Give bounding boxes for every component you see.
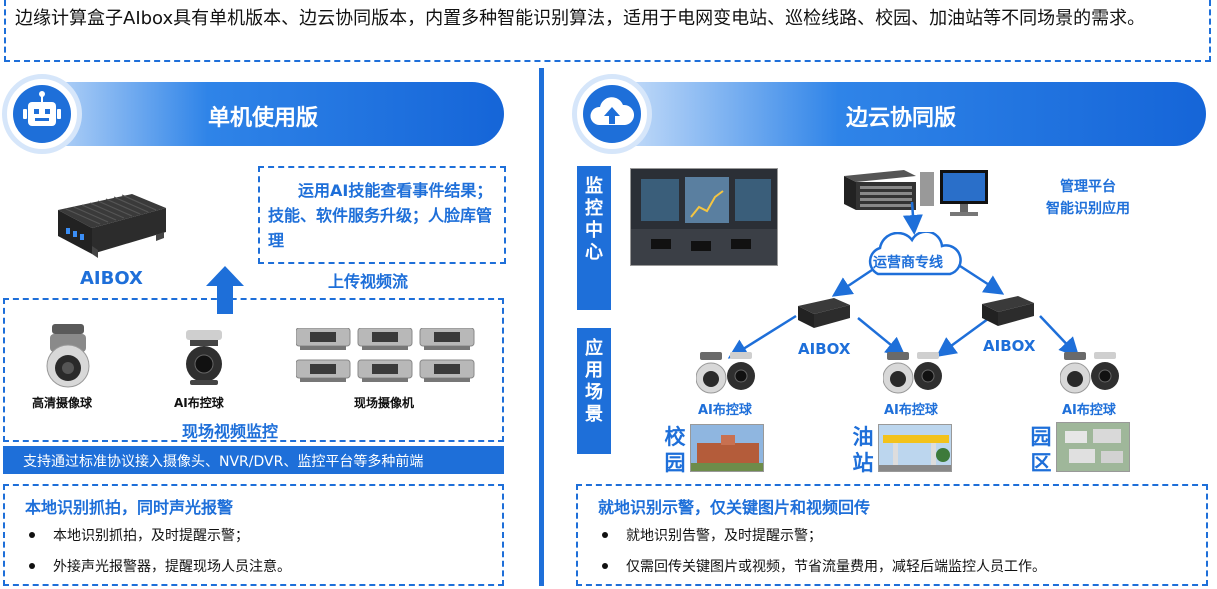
platform-label-1: 管理平台 <box>1060 179 1116 195</box>
aibox-node-right-icon <box>982 296 1034 326</box>
monitor-center-label: 监控中心 <box>577 166 611 310</box>
computer-icon <box>920 170 988 216</box>
cloud-icon <box>868 232 962 276</box>
aibox-device-icon <box>58 194 166 258</box>
camera-label-hd: 高清摄像球 <box>32 396 93 410</box>
upload-arrow-icon <box>206 266 244 314</box>
robot-badge <box>2 74 82 154</box>
aibox-left-label: AIBOX <box>798 340 851 358</box>
right-section: 边云协同版 监控中心 应用场景 <box>548 66 1217 589</box>
right-feature-title: 就地识别示警，仅关键图片和视频回传 <box>598 498 871 517</box>
app-scene-label: 应用场景 <box>577 328 611 454</box>
ai-ball-label-1: AI布控球 <box>698 403 752 418</box>
left-feature-box: 本地识别抓拍，同时声光报警 本地识别抓拍，及时提醒示警； 外接声光报警器，提醒现… <box>3 484 504 586</box>
camera-label-ai-ball: AI布控球 <box>174 396 224 410</box>
aibox-node-left-icon <box>798 298 850 328</box>
dome-camera-icon <box>46 324 90 388</box>
bullet-dot <box>602 532 608 538</box>
bullet-cameras-icon <box>296 328 475 383</box>
place-gas-station-label: 油站 <box>852 425 874 475</box>
cloud-badge <box>572 74 652 154</box>
left-section: 单机使用版 <box>0 66 535 589</box>
place-park-label: 园区 <box>1030 425 1052 475</box>
callout-box: 运用AI技能查看事件结果；技能、软件服务升级；人脸库管理 <box>258 166 506 264</box>
upload-label: 上传视频流 <box>328 272 409 291</box>
cloud-label: 运营商专线 <box>873 255 943 271</box>
industrial-park-photo <box>1056 422 1130 472</box>
control-room-image <box>630 168 778 266</box>
gas-station-photo <box>878 424 952 472</box>
ptz-ball-icon <box>186 330 222 385</box>
ai-ball-label-2: AI布控球 <box>884 403 938 418</box>
platform-label-2: 智能识别应用 <box>1046 201 1130 217</box>
server-icon <box>844 170 916 210</box>
monitor-label: 现场视频监控 <box>182 422 279 441</box>
network-arrows <box>727 201 1080 359</box>
ai-ball-cameras-icon <box>1060 352 1119 394</box>
section-divider <box>539 68 544 586</box>
right-banner: 边云协同版 <box>594 82 1206 146</box>
left-banner: 单机使用版 <box>10 82 504 146</box>
support-bar-text: 支持通过标准协议接入摄像头、NVR/DVR、监控平台等多种前端 <box>23 454 424 470</box>
intro-text: 边缘计算盒子AIbox具有单机版本、边云协同版本，内置多种智能识别算法，适用于电… <box>4 0 1211 62</box>
support-bar: 支持通过标准协议接入摄像头、NVR/DVR、监控平台等多种前端 <box>3 446 504 474</box>
left-feature-bullet-1: 本地识别抓拍，及时提醒示警； <box>53 528 249 544</box>
robot-icon <box>23 91 61 126</box>
aibox-label: AIBOX <box>80 268 143 289</box>
campus-photo <box>690 424 764 472</box>
ai-ball-cameras-icon <box>883 352 942 394</box>
right-feature-bullet-2: 仅需回传关键图片或视频，节省流量费用，减轻后端监控人员工作。 <box>626 559 1046 575</box>
callout-text: 运用AI技能查看事件结果；技能、软件服务升级；人脸库管理 <box>268 181 493 250</box>
cloud-upload-icon <box>590 97 635 125</box>
right-banner-title: 边云协同版 <box>846 106 957 131</box>
aibox-right-label: AIBOX <box>983 337 1036 355</box>
left-feature-bullet-2: 外接声光报警器，提醒现场人员注意。 <box>53 559 291 575</box>
bullet-dot <box>602 563 608 569</box>
camera-label-scene: 现场摄像机 <box>354 396 415 410</box>
ai-ball-label-3: AI布控球 <box>1062 403 1116 418</box>
left-feature-title: 本地识别抓拍，同时声光报警 <box>25 498 234 517</box>
left-banner-title: 单机使用版 <box>208 106 319 131</box>
camera-area <box>3 298 504 442</box>
right-feature-bullet-1: 就地识别告警，及时提醒示警； <box>626 528 822 544</box>
place-campus-label: 校园 <box>664 425 686 475</box>
ai-ball-cameras-icon <box>696 352 755 394</box>
right-feature-box: 就地识别示警，仅关键图片和视频回传 就地识别告警，及时提醒示警； 仅需回传关键图… <box>576 484 1208 586</box>
bullet-dot <box>29 563 35 569</box>
bullet-dot <box>29 532 35 538</box>
